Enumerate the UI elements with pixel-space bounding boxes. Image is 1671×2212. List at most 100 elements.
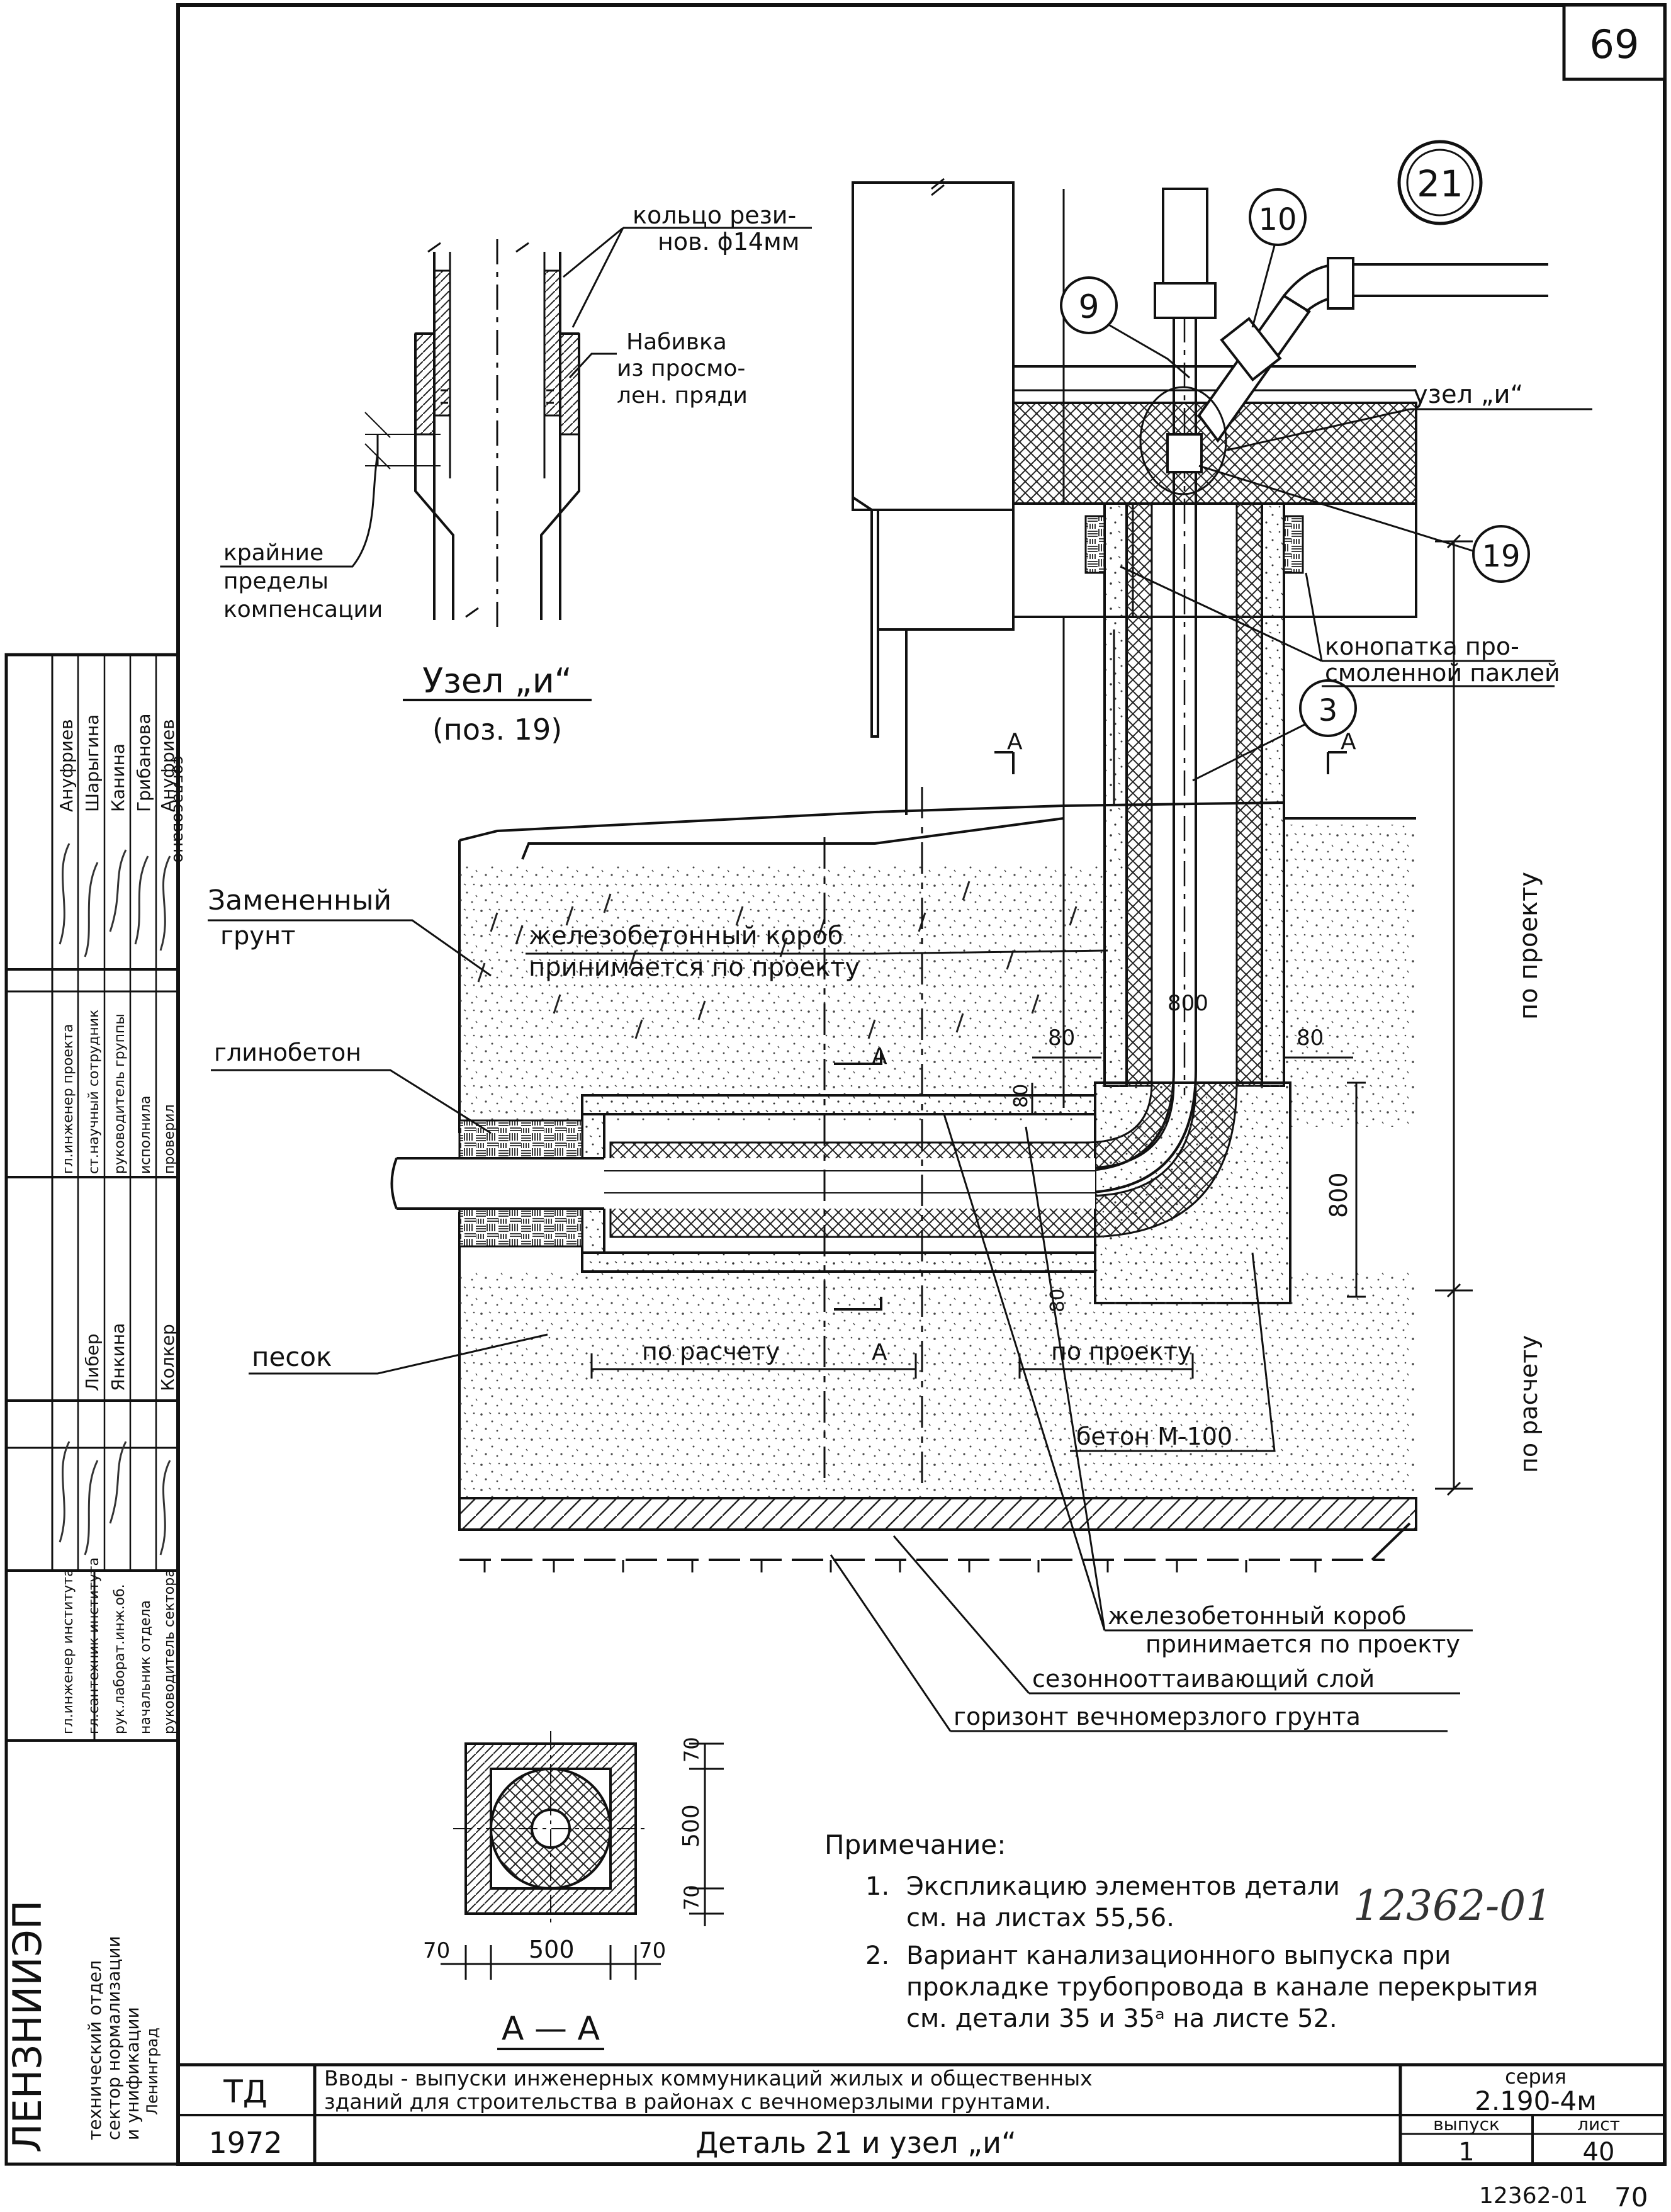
svg-text:Вариант канализационного выпус: Вариант канализационного выпуска при (906, 1941, 1451, 1970)
handwritten-code: 12362-01 (1353, 1882, 1552, 1930)
svg-text:проверил: проверил (162, 1104, 177, 1174)
svg-text:гл.инженер института: гл.инженер института (60, 1568, 76, 1734)
svg-text:Замененный: Замененный (208, 884, 391, 917)
svg-text:А: А (1007, 729, 1023, 755)
svg-text:выпуск: выпуск (1433, 2114, 1500, 2135)
svg-text:80: 80 (1048, 1025, 1075, 1051)
svg-text:руководитель группы: руководитель группы (112, 1013, 128, 1174)
svg-text:крайние: крайние (223, 540, 324, 566)
node-u-caption: Узел „и“ (422, 661, 572, 701)
svg-text:рук.лаборат.инж.об.: рук.лаборат.инж.об. (112, 1584, 128, 1734)
left-title-strip: ЛЕНЗНИИЭП технический отдел сектор норма… (4, 653, 188, 2166)
svg-text:гл.инженер проекта: гл.инженер проекта (60, 1024, 76, 1174)
svg-text:500: 500 (678, 1804, 704, 1848)
svg-text:2.190-4м: 2.190-4м (1475, 2085, 1597, 2116)
svg-text:А: А (872, 1340, 887, 1365)
svg-text:сектор нормализации: сектор нормализации (103, 1936, 124, 2140)
main-labels: узел „и“ конопатка про- смоленной паклей… (208, 380, 1592, 1732)
svg-text:ТД: ТД (223, 2074, 267, 2110)
svg-text:лен. пряди: лен. пряди (617, 383, 748, 409)
svg-text:70: 70 (639, 1938, 666, 1963)
svg-text:А: А (872, 1044, 887, 1069)
svg-text:исполнила: исполнила (138, 1095, 154, 1174)
org-name: ЛЕНЗНИИЭП (4, 1900, 50, 2153)
svg-text:железобетонный короб: железобетонный короб (1108, 1602, 1406, 1630)
title-block: ТД 1972 Вводы - выпуски инженерных комму… (176, 2063, 1667, 2167)
svg-text:1.: 1. (865, 1872, 889, 1901)
detail-badge: 21 (1397, 140, 1483, 225)
svg-text:бетон М-100: бетон М-100 (1076, 1423, 1232, 1450)
svg-text:Колкер: Колкер (157, 1324, 178, 1391)
svg-text:зданий для строительства в рай: зданий для строительства в районах с веч… (324, 2089, 1051, 2114)
svg-text:70: 70 (680, 1737, 704, 1763)
svg-text:Ануфриев: Ануфриев (56, 719, 77, 812)
svg-text:1: 1 (1458, 2138, 1474, 2167)
svg-text:грунт: грунт (220, 922, 296, 951)
svg-text:500: 500 (529, 1936, 575, 1963)
svg-text:А: А (1341, 729, 1356, 755)
svg-text:70: 70 (680, 1885, 704, 1910)
section-aa: 70 500 70 70 500 70 А — А (423, 1731, 724, 2050)
svg-text:Экспликацию элементов детали: Экспликацию элементов детали (906, 1872, 1340, 1901)
svg-text:и унификации: и унификации (122, 2007, 143, 2140)
svg-text:гл.сантехник института: гл.сантехник института (86, 1557, 102, 1734)
svg-text:конопатка про-: конопатка про- (1325, 633, 1519, 660)
svg-text:9: 9 (1078, 288, 1099, 326)
svg-text:800: 800 (1167, 991, 1208, 1016)
svg-text:серия: серия (1505, 2065, 1567, 2089)
node-u-detail: кольцо рези- нов. ϕ14мм Набивка из просм… (220, 201, 812, 747)
svg-text:начальник отдела: начальник отдела (138, 1600, 154, 1734)
footer-page: 70 (1614, 2182, 1648, 2212)
svg-text:800: 800 (1325, 1172, 1353, 1218)
svg-text:лист: лист (1577, 2114, 1620, 2135)
svg-text:см. на листах 55,56.: см. на листах 55,56. (906, 1904, 1174, 1933)
svg-text:компенсации: компенсации (223, 597, 383, 623)
svg-text:принимается по проекту: принимается по проекту (529, 953, 860, 982)
svg-text:горизонт вечномерзлого грунта: горизонт вечномерзлого грунта (954, 1703, 1361, 1730)
svg-text:Набивка: Набивка (626, 329, 727, 355)
svg-text:Янкина: Янкина (108, 1323, 128, 1391)
svg-text:по расчету: по расчету (1515, 1335, 1543, 1473)
svg-text:80: 80 (1297, 1025, 1324, 1051)
svg-text:Вводы - выпуски инженерных ком: Вводы - выпуски инженерных коммуникаций … (324, 2066, 1093, 2091)
svg-text:по проекту: по проекту (1051, 1338, 1191, 1365)
svg-text:узел „и“: узел „и“ (1413, 380, 1523, 409)
svg-text:из просмо-: из просмо- (617, 356, 745, 381)
svg-text:кольцо рези-: кольцо рези- (633, 201, 796, 229)
callouts: 9 10 19 3 (1060, 188, 1530, 782)
section-aa-title: А — А (502, 2010, 600, 2048)
svg-text:железобетонный короб: железобетонный короб (529, 922, 843, 951)
svg-text:руководитель сектора: руководитель сектора (162, 1569, 177, 1734)
svg-text:см. детали 35 и 35ᵃ на листе 5: см. детали 35 и 35ᵃ на листе 52. (906, 2004, 1337, 2033)
main-section: А А А А по проекту по расчету 800 800 80… (390, 178, 1548, 1572)
svg-text:по проекту: по проекту (1514, 872, 1543, 1020)
svg-text:Канина: Канина (108, 743, 128, 812)
svg-text:песок: песок (252, 1341, 332, 1372)
drawing-subtitle: Деталь 21 и узел „и“ (695, 2126, 1016, 2160)
svg-text:Шарыгина: Шарыгина (82, 714, 103, 812)
svg-text:10: 10 (1258, 202, 1297, 237)
svg-text:(поз. 19): (поз. 19) (432, 713, 562, 747)
svg-text:сезоннооттаивающий слой: сезоннооттаивающий слой (1032, 1665, 1375, 1693)
svg-text:21: 21 (1417, 162, 1463, 205)
svg-text:Ленинград: Ленинград (143, 2028, 161, 2115)
sheet-number: 69 (1590, 21, 1640, 67)
svg-text:19: 19 (1482, 539, 1520, 574)
svg-text:3: 3 (1319, 693, 1338, 728)
svg-text:глинобетон: глинобетон (214, 1039, 361, 1066)
svg-text:2.: 2. (865, 1941, 889, 1970)
svg-text:80: 80 (1010, 1084, 1032, 1108)
svg-text:пределы: пределы (223, 568, 329, 594)
footer-code: 12362-01 (1479, 2183, 1588, 2209)
svg-text:80: 80 (1047, 1289, 1069, 1312)
notes: Примечание: 1. Экспликацию элементов дет… (824, 1829, 1552, 2033)
svg-text:нов. ϕ14мм: нов. ϕ14мм (658, 228, 799, 256)
svg-text:Грибанова: Грибанова (133, 713, 154, 812)
svg-text:ст.научный сотрудник: ст.научный сотрудник (86, 1010, 102, 1174)
svg-text:смоленной паклей: смоленной паклей (1325, 659, 1560, 687)
svg-text:Примечание:: Примечание: (824, 1829, 1006, 1860)
svg-text:1972: 1972 (208, 2126, 282, 2160)
svg-text:Ануфриев: Ануфриев (157, 719, 178, 812)
svg-text:70: 70 (423, 1938, 450, 1963)
